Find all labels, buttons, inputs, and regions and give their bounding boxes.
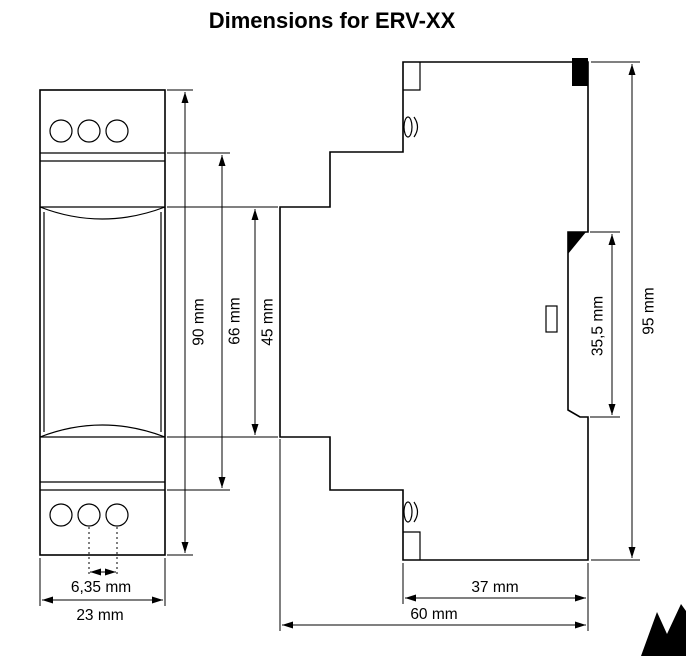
page-title: Dimensions for ERV-XX	[209, 8, 456, 33]
dim-label-6-35mm: 6,35 mm	[71, 579, 131, 596]
terminal-hole	[105, 119, 129, 143]
dimension-lines	[42, 64, 636, 629]
terminal-screw-top-arc	[413, 116, 419, 138]
terminal-screw-top	[403, 116, 413, 138]
front-view-body	[39, 89, 166, 556]
brand-logo-icon	[641, 604, 686, 656]
dim-label-23mm: 23 mm	[76, 607, 123, 624]
dimension-labels: 90 mm 66 mm 45 mm 35,5 mm 95 mm 6,35 mm …	[71, 287, 658, 624]
window-arc-top	[39, 206, 166, 220]
window-arc-bottom	[39, 424, 166, 438]
din-hook-icon	[568, 232, 586, 254]
terminal-screw-bottom-arc	[413, 501, 419, 523]
din-slot	[545, 305, 558, 333]
terminal-notch-top	[403, 62, 421, 91]
side-view-profile	[279, 61, 589, 561]
terminal-hole	[49, 119, 73, 143]
din-clip	[572, 58, 588, 86]
terminal-notch-bottom	[403, 531, 421, 560]
terminal-hole	[77, 503, 101, 527]
terminal-hole	[77, 119, 101, 143]
front-view	[39, 89, 166, 556]
dim-label-60mm: 60 mm	[410, 606, 457, 623]
terminal-hole	[105, 503, 129, 527]
dim-label-45mm: 45 mm	[260, 298, 277, 345]
dim-label-66mm: 66 mm	[227, 297, 244, 344]
dim-label-35-5mm: 35,5 mm	[590, 296, 607, 356]
dim-label-90mm: 90 mm	[191, 298, 208, 345]
terminal-screw-bottom	[403, 501, 413, 523]
dim-label-95mm: 95 mm	[641, 287, 658, 334]
terminal-hole	[49, 503, 73, 527]
dim-label-37mm: 37 mm	[471, 579, 518, 596]
side-view	[279, 58, 589, 561]
extension-lines	[39, 61, 640, 631]
